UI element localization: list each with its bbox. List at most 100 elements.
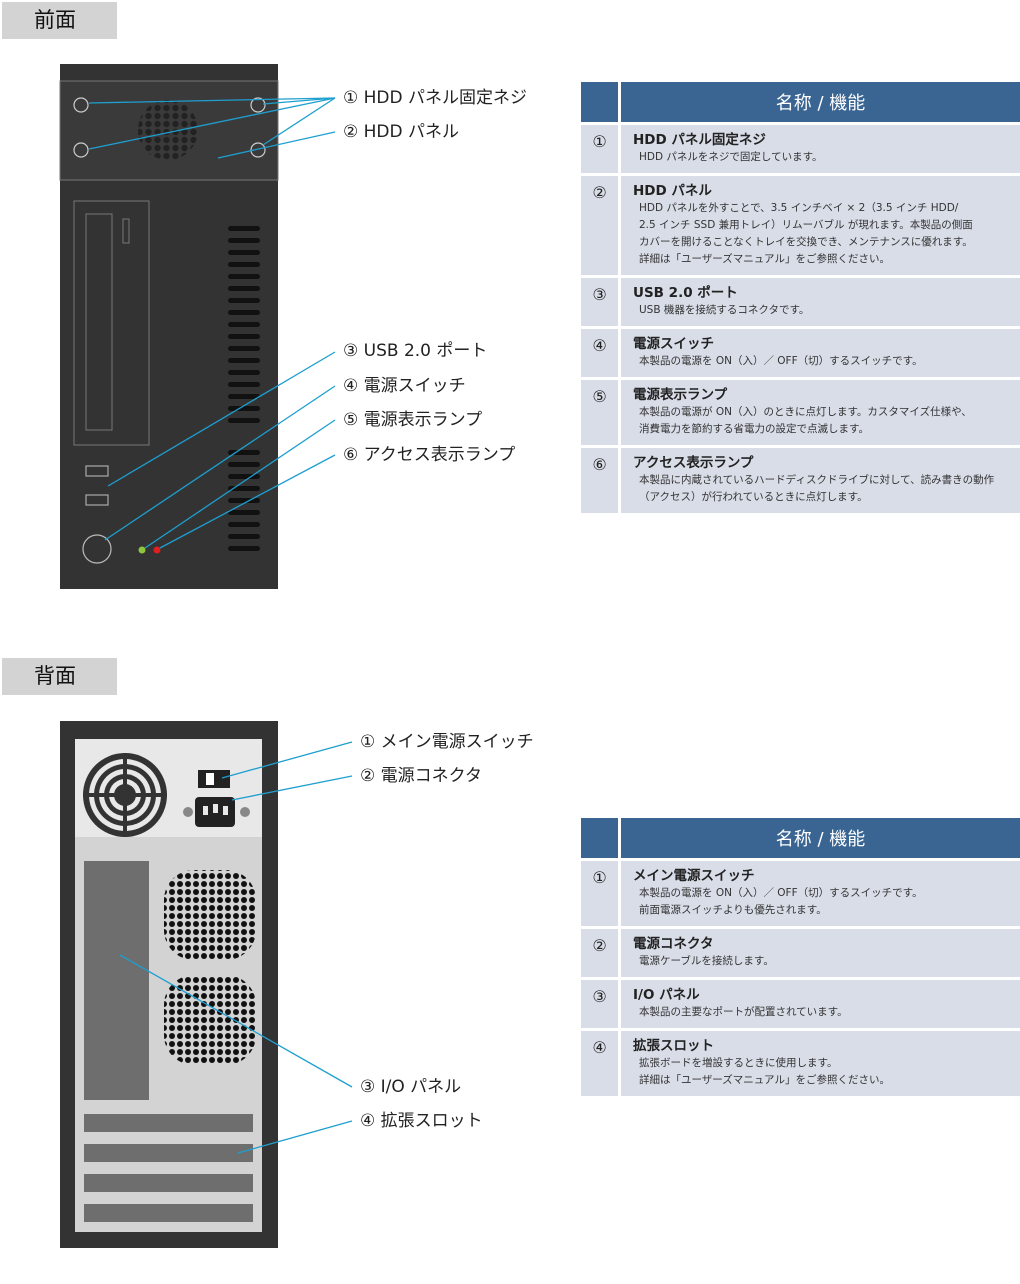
vent-slot [228,522,260,527]
row-number: ② [581,926,621,977]
rear-vent-grille [164,870,256,1065]
vent-slot [228,382,260,387]
vent-slot [228,498,260,503]
vent-slot [228,394,260,399]
table-row: ③ I/O パネル本製品の主要なポートが配置されています。 [581,977,1020,1028]
back-callout-power-connector: ② 電源コネクタ [360,766,482,786]
row-name: HDD パネル固定ネジ [633,132,766,148]
usb-port-icon [85,465,109,506]
vent-slot [228,510,260,515]
row-number: ④ [581,326,621,377]
row-desc: HDD パネルを外すことで、3.5 インチベイ × 2（3.5 インチ HDD/… [639,202,973,265]
row-name: HDD パネル [633,183,712,199]
front-callout-lines [88,97,336,549]
table-row: ⑥ アクセス表示ランプ本製品に内蔵されているハードディスクドライブに対して、読み… [581,445,1020,513]
row-name: 電源スイッチ [633,336,714,352]
front-section-tab: 前面 [2,2,117,39]
optical-drive-bay [73,200,150,446]
vent-slot [228,298,260,303]
main-power-switch-icon [198,770,230,788]
table-row: ④ 拡張スロット拡張ボードを増設するときに使用します。 詳細は「ユーザーズマニュ… [581,1028,1020,1096]
vent-slot [228,462,260,467]
row-name: 電源表示ランプ [633,387,728,403]
row-desc: 本製品の主要なポートが配置されています。 [639,1006,848,1018]
table-row: ② HDD パネル HDD パネルを外すことで、3.5 インチベイ × 2（3.5… [581,173,1020,275]
hdd-panel-screw-icon [73,97,266,158]
row-desc: 本製品の電源を ON（入）／ OFF（切）するスイッチです。 [639,355,923,367]
front-callout-access-led: ⑥ アクセス表示ランプ [343,445,516,465]
back-callout-expansion: ④ 拡張スロット [360,1111,483,1131]
row-desc: HDD パネルをネジで固定しています。 [639,151,823,163]
table-header-title: 名称 / 機能 [621,818,1020,858]
back-case [60,721,278,1248]
vent-slot [228,474,260,479]
table-row: ① メイン電源スイッチ本製品の電源を ON（入）／ OFF（切）するスイッチです… [581,858,1020,926]
row-number: ① [581,858,621,926]
table-row: ③ USB 2.0 ポート USB 機器を接続するコネクタです。 [581,275,1020,326]
table-header-num [581,818,621,858]
power-switch-icon [82,534,112,564]
row-number: ⑥ [581,445,621,513]
row-desc: 本製品の電源を ON（入）／ OFF（切）するスイッチです。 前面電源スイッチよ… [639,887,923,916]
vent-slot [228,346,260,351]
front-vent-grille [138,100,198,160]
table-header-num [581,82,621,122]
table-row: ① HDD パネル固定ネジ HDD パネルをネジで固定しています。 [581,122,1020,173]
expansion-slots [84,1114,253,1222]
vent-slot [228,334,260,339]
fan-icon [83,753,167,837]
access-led-icon [153,546,161,554]
row-name: USB 2.0 ポート [633,285,738,301]
row-desc: 電源ケーブルを接続します。 [639,955,774,967]
row-name: 拡張スロット [633,1038,714,1054]
back-callout-lines [119,741,353,1154]
front-side-vents [228,226,260,551]
front-callout-usb: ③ USB 2.0 ポート [343,341,488,361]
row-number: ② [581,173,621,275]
vent-slot [228,370,260,375]
back-callout-main-switch: ① メイン電源スイッチ [360,732,534,752]
vent-slot [228,310,260,315]
row-number: ③ [581,977,621,1028]
power-connector-icon [183,797,250,827]
vent-slot [228,450,260,455]
row-number: ④ [581,1028,621,1096]
table-row: ② 電源コネクタ電源ケーブルを接続します。 [581,926,1020,977]
front-callout-power-led: ⑤ 電源表示ランプ [343,410,483,430]
vent-slot [228,418,260,423]
row-number: ③ [581,275,621,326]
row-number: ⑤ [581,377,621,445]
table-row: ⑤ 電源表示ランプ本製品の電源が ON（入）のときに点灯します。カスタマイズ仕様… [581,377,1020,445]
back-callout-io-panel: ③ I/O パネル [360,1077,462,1097]
power-led-icon [138,546,146,554]
row-desc: 本製品の電源が ON（入）のときに点灯します。カスタマイズ仕様や、 消費電力を節… [639,406,972,435]
vent-slot [228,534,260,539]
front-callout-hdd-panel: ② HDD パネル [343,122,460,142]
table-row: ④ 電源スイッチ本製品の電源を ON（入）／ OFF（切）するスイッチです。 [581,326,1020,377]
vent-slot [228,250,260,255]
row-name: 電源コネクタ [633,936,714,952]
front-spec-table: 名称 / 機能 ① HDD パネル固定ネジ HDD パネルをネジで固定しています。… [581,82,1020,513]
vent-slot [228,274,260,279]
row-number: ① [581,122,621,173]
vent-slot [228,486,260,491]
vent-slot [228,358,260,363]
back-spec-table: 名称 / 機能 ① メイン電源スイッチ本製品の電源を ON（入）／ OFF（切）… [581,818,1020,1096]
vent-slot [228,322,260,327]
vent-slot [228,286,260,291]
back-section-tab: 背面 [2,658,117,695]
row-name: メイン電源スイッチ [633,868,755,884]
row-desc: USB 機器を接続するコネクタです。 [639,304,810,316]
front-case [59,64,279,589]
row-desc: 本製品に内蔵されているハードディスクドライブに対して、読み書きの動作 （アクセス… [639,474,995,503]
vent-slot [228,406,260,411]
row-name: アクセス表示ランプ [633,455,754,471]
front-callout-power-switch: ④ 電源スイッチ [343,376,466,396]
vent-slot [228,546,260,551]
row-name: I/O パネル [633,987,700,1003]
row-desc: 拡張ボードを増設するときに使用します。 詳細は「ユーザーズマニュアル」をご参照く… [639,1057,890,1086]
front-callout-hdd-screw: ① HDD パネル固定ネジ [343,88,528,108]
table-header-title: 名称 / 機能 [621,82,1020,122]
vent-slot [228,238,260,243]
vent-slot [228,226,260,231]
